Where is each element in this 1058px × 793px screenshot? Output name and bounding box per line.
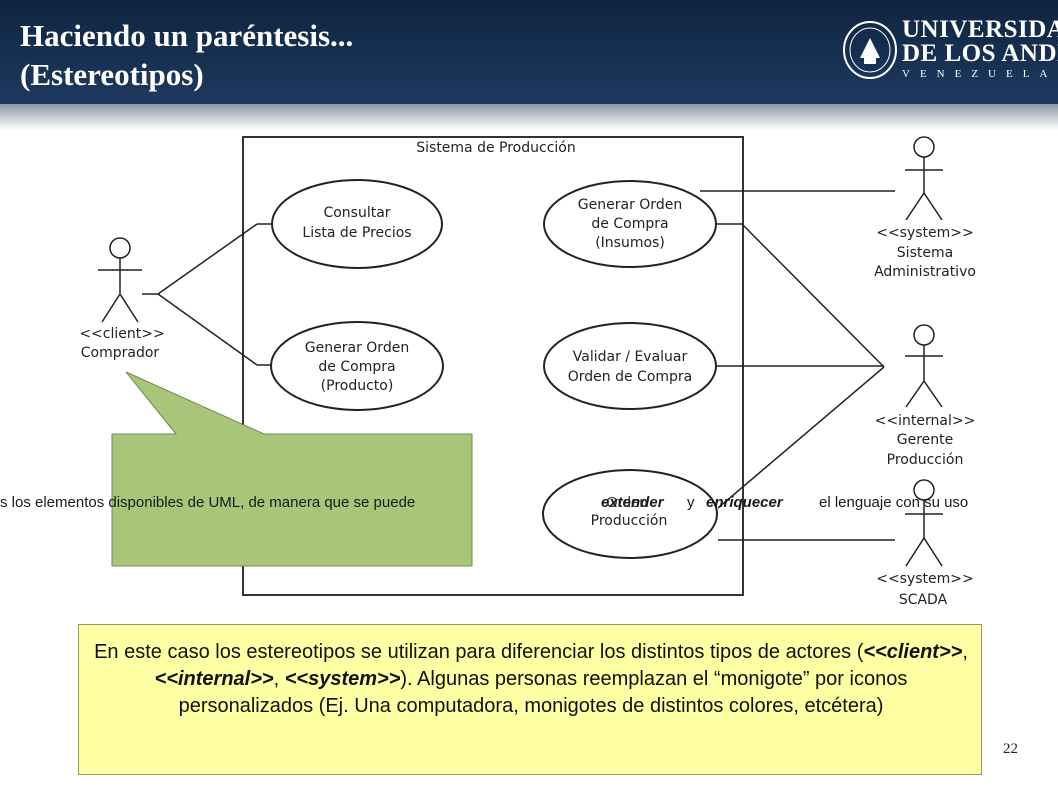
svg-text:<<internal>>: <<internal>> <box>875 413 976 429</box>
note-text-1: En este caso los estereotipos se utiliza… <box>94 641 864 663</box>
svg-text:(Insumos): (Insumos) <box>595 235 665 251</box>
stick-figure-icon <box>905 136 943 221</box>
strip-word-extender: extender <box>601 494 664 511</box>
svg-text:Generar Orden: Generar Orden <box>305 340 409 356</box>
strip-underlying-label: Orden <box>606 494 648 511</box>
seal-icon <box>843 21 897 79</box>
svg-text:Comprador: Comprador <box>81 345 160 361</box>
actor-sistema-administrativo: <<system>> Sistema Administrativo <box>874 136 976 280</box>
svg-text:de Compra: de Compra <box>591 216 668 232</box>
stick-figure-icon <box>98 237 142 323</box>
actor-gerente-produccion: <<internal>> Gerente Producción <box>875 324 976 468</box>
note-sep-2: , <box>273 668 285 690</box>
use-case-generar-orden-producto: Generar Orden de Compra (Producto) <box>270 321 444 411</box>
use-case-generar-orden-insumos: Generar Orden de Compra (Insumos) <box>543 180 717 268</box>
stereotype-client: <<client>> <box>863 641 963 663</box>
svg-text:Lista de Precios: Lista de Precios <box>302 225 411 241</box>
stick-figure-icon <box>905 324 943 408</box>
callout-balloon <box>111 371 473 567</box>
slide-header <box>0 0 1058 104</box>
logo-text-line-3: VENEZUELA <box>902 68 1058 80</box>
title-line-1: Haciendo un paréntesis... <box>20 18 354 53</box>
title-line-2: (Estereotipos) <box>20 57 204 92</box>
svg-text:SCADA: SCADA <box>899 592 948 608</box>
note-text: En este caso los estereotipos se utiliza… <box>87 639 975 720</box>
use-case-consultar: Consultar Lista de Precios <box>271 179 443 269</box>
svg-text:Producción: Producción <box>591 513 668 529</box>
svg-text:Gerente: Gerente <box>897 432 954 448</box>
strip-text-part-2: y <box>687 494 695 511</box>
logo-text-line-2: DE LOS ANDES <box>902 40 1058 67</box>
svg-text:Consultar: Consultar <box>323 205 390 221</box>
use-case-validar-evaluar: Validar / Evaluar Orden de Compra <box>543 322 717 410</box>
svg-text:Generar Orden: Generar Orden <box>578 197 682 213</box>
use-case-produccion: Producción <box>542 469 718 559</box>
note-text-2: ). Algunas personas reemplazan el “monig… <box>178 668 908 717</box>
header-shadow <box>0 104 1058 130</box>
strip-text-part-1: s los elementos disponibles de UML, de m… <box>0 494 416 511</box>
page-number: 22 <box>1003 741 1018 757</box>
slide-title: Haciendo un paréntesis... (Estereotipos) <box>20 16 353 94</box>
svg-text:Sistema: Sistema <box>897 245 953 261</box>
strip-word-enriquecer: enriquecer <box>706 494 783 511</box>
stereotype-internal: <<internal>> <box>154 668 274 690</box>
svg-text:(Producto): (Producto) <box>321 378 394 394</box>
stick-figure-icon <box>905 479 943 567</box>
svg-text:Validar / Evaluar: Validar / Evaluar <box>573 349 688 365</box>
actor-comprador: <<client>> Comprador <box>79 237 165 361</box>
actor-scada: <<system>> SCADA <box>876 479 974 608</box>
note-box: En este caso los estereotipos se utiliza… <box>78 624 982 775</box>
stereotype-system: <<system>> <box>284 668 401 690</box>
note-sep-1: , <box>962 641 968 663</box>
system-boundary-title: Sistema de Producción <box>416 140 575 156</box>
svg-text:de Compra: de Compra <box>318 359 395 375</box>
association-lines <box>142 190 895 541</box>
strip-text-part-3: el lenguaje con su uso <box>819 494 969 511</box>
svg-text:Producción: Producción <box>887 452 964 468</box>
svg-text:<<system>>: <<system>> <box>876 571 974 587</box>
svg-text:Orden de Compra: Orden de Compra <box>568 369 693 385</box>
svg-text:<<system>>: <<system>> <box>876 225 974 241</box>
svg-text:Administrativo: Administrativo <box>874 264 976 280</box>
svg-text:<<client>>: <<client>> <box>79 326 164 342</box>
